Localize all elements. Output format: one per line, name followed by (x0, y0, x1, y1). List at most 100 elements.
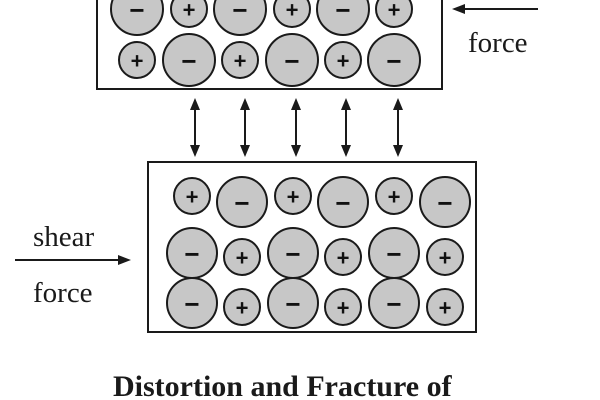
minus-sign: − (285, 239, 300, 269)
minus-sign: − (285, 289, 300, 319)
minus-sign: − (335, 188, 350, 218)
anion: − (368, 277, 420, 329)
plus-sign: + (388, 185, 401, 210)
plus-sign: + (183, 0, 196, 23)
cation-circle (426, 238, 464, 276)
minus-sign: − (437, 188, 452, 218)
plus-sign: + (439, 296, 452, 321)
cation: + (273, 0, 311, 28)
cation-circle (324, 41, 362, 79)
anion: − (166, 227, 218, 279)
anion: − (316, 0, 370, 36)
shear-force-arrow (15, 255, 131, 265)
minus-sign: − (335, 0, 350, 25)
anion: − (317, 176, 369, 228)
cation: + (324, 288, 362, 326)
cation: + (375, 0, 413, 28)
cation-circle (375, 177, 413, 215)
anion-circle (265, 33, 319, 87)
anion: − (368, 227, 420, 279)
anion-circle (367, 33, 421, 87)
double-arrow (291, 98, 301, 157)
cation-circle (426, 288, 464, 326)
anion-circle (213, 0, 267, 36)
top-crystal-ions: − + − + − + + − + − + − (110, 0, 421, 87)
cation: + (324, 41, 362, 79)
minus-sign: − (184, 239, 199, 269)
plus-sign: + (131, 49, 144, 74)
cation-circle (375, 0, 413, 28)
minus-sign: − (232, 0, 247, 25)
double-arrow (190, 98, 200, 157)
plus-sign: + (337, 49, 350, 74)
cation-circle (223, 238, 261, 276)
cation: + (426, 288, 464, 326)
plus-sign: + (388, 0, 401, 23)
plus-sign: + (236, 246, 249, 271)
plus-sign: + (234, 49, 247, 74)
cation-circle (170, 0, 208, 28)
anion: − (166, 277, 218, 329)
cation-circle (324, 238, 362, 276)
double-arrow (341, 98, 351, 157)
anion-circle (368, 277, 420, 329)
plus-sign: + (236, 296, 249, 321)
cation-circle (273, 0, 311, 28)
anion-circle (316, 0, 370, 36)
minus-sign: − (386, 239, 401, 269)
cation: + (223, 288, 261, 326)
cation: + (173, 177, 211, 215)
double-arrow (240, 98, 250, 157)
cation: + (375, 177, 413, 215)
bottom-crystal-ions: +−+−+−−+−+−+−+−+−+ (166, 176, 471, 329)
cation-circle (221, 41, 259, 79)
plus-sign: + (287, 185, 300, 210)
cation: + (221, 41, 259, 79)
cation: + (118, 41, 156, 79)
cation-circle (274, 177, 312, 215)
plus-sign: + (439, 246, 452, 271)
minus-sign: − (129, 0, 144, 25)
anion: − (367, 33, 421, 87)
cation: + (324, 238, 362, 276)
cation-circle (223, 288, 261, 326)
cation: + (426, 238, 464, 276)
minus-sign: − (386, 46, 401, 76)
anion: − (213, 0, 267, 36)
plus-sign: + (286, 0, 299, 23)
anion: − (162, 33, 216, 87)
anion: − (110, 0, 164, 36)
cation-circle (118, 41, 156, 79)
anion-circle (110, 0, 164, 36)
anion-circle (317, 176, 369, 228)
anion-circle (166, 277, 218, 329)
cation: + (223, 238, 261, 276)
cation: + (274, 177, 312, 215)
minus-sign: − (386, 289, 401, 319)
anion: − (216, 176, 268, 228)
cation-circle (173, 177, 211, 215)
plus-sign: + (337, 246, 350, 271)
shear-label: shear (33, 221, 95, 253)
cation: + (170, 0, 208, 28)
plus-sign: + (186, 185, 199, 210)
interaction-arrows (190, 98, 403, 157)
bottom-force-label: force (33, 277, 93, 309)
anion: − (419, 176, 471, 228)
minus-sign: − (181, 46, 196, 76)
cation-circle (324, 288, 362, 326)
anion-circle (267, 277, 319, 329)
top-force-arrow (452, 4, 538, 14)
minus-sign: − (234, 188, 249, 218)
top-force-label: force (468, 27, 528, 59)
anion: − (267, 277, 319, 329)
minus-sign: − (284, 46, 299, 76)
caption: Distortion and Fracture of (113, 370, 453, 400)
anion-circle (162, 33, 216, 87)
anion-circle (216, 176, 268, 228)
double-arrow (393, 98, 403, 157)
anion: − (265, 33, 319, 87)
anion: − (267, 227, 319, 279)
anion-circle (419, 176, 471, 228)
